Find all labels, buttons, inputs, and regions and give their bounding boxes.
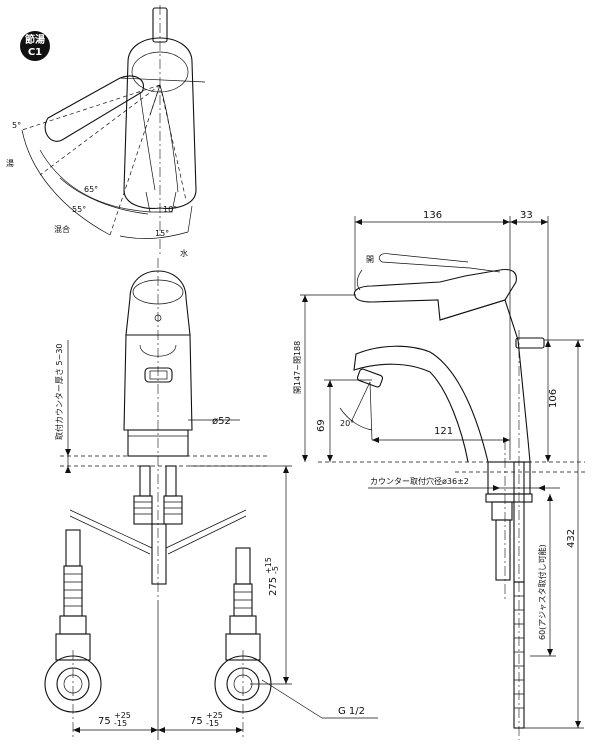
dim-33-label: 33 xyxy=(520,210,533,221)
height-275-label: 275 xyxy=(268,577,279,596)
width-75-right-tol-plus: +25 xyxy=(206,711,223,720)
width-75-right-tol-minus: -15 xyxy=(206,719,219,728)
water-label: 水 xyxy=(180,248,188,258)
angle-65-label: 65° xyxy=(84,185,98,194)
mix-label: 混合 xyxy=(54,224,70,234)
counter-hole-label: カウンター取付穴径ø36±2 xyxy=(370,476,469,486)
water-saving-badge: 節湯 C1 xyxy=(20,31,50,61)
counter-thickness-label: 取付カウンター厚さ 5~30 xyxy=(54,343,64,440)
dim-136-label: 136 xyxy=(423,210,442,221)
front-view: ø52 取付カウンター厚さ 5~30 275 +15 -5 75 +25 -15… xyxy=(44,258,378,740)
width-75-left-label: 75 xyxy=(98,716,111,727)
dim-432-label: 432 xyxy=(566,529,577,548)
dim-121-label: 121 xyxy=(434,426,453,437)
dim-106-label: 106 xyxy=(548,389,559,408)
badge-line1: 節湯 xyxy=(25,33,45,46)
thread-label: G 1/2 xyxy=(338,706,365,717)
badge-line2: C1 xyxy=(28,47,42,58)
top-view: 5° 65° 55° 10° 15° 湯 混合 水 xyxy=(6,5,206,258)
width-75-left-tol-minus: -15 xyxy=(114,719,127,728)
width-75-left-tol-plus: +25 xyxy=(114,711,131,720)
adjust-60-label: 60(アジャスタ取付し可能) xyxy=(537,544,547,640)
dim-69-label: 69 xyxy=(316,419,327,432)
angle-20-label: 20° xyxy=(340,419,354,428)
angle-55-label: 55° xyxy=(72,205,86,214)
width-75-right-label: 75 xyxy=(190,716,203,727)
side-view: 136 33 開 20° 1 xyxy=(293,210,585,740)
height-275-tol-plus: +15 xyxy=(264,557,273,574)
open-label: 開 xyxy=(366,255,374,264)
dim-147-188-label: 開147~閉188 xyxy=(293,341,302,394)
angle-10-label: 10° xyxy=(163,205,177,214)
height-275-tol-minus: -5 xyxy=(271,566,280,574)
angle-5-label: 5° xyxy=(12,121,21,130)
dia52-label: ø52 xyxy=(212,416,231,427)
hot-label: 湯 xyxy=(6,158,14,168)
angle-15-label: 15° xyxy=(155,229,169,238)
